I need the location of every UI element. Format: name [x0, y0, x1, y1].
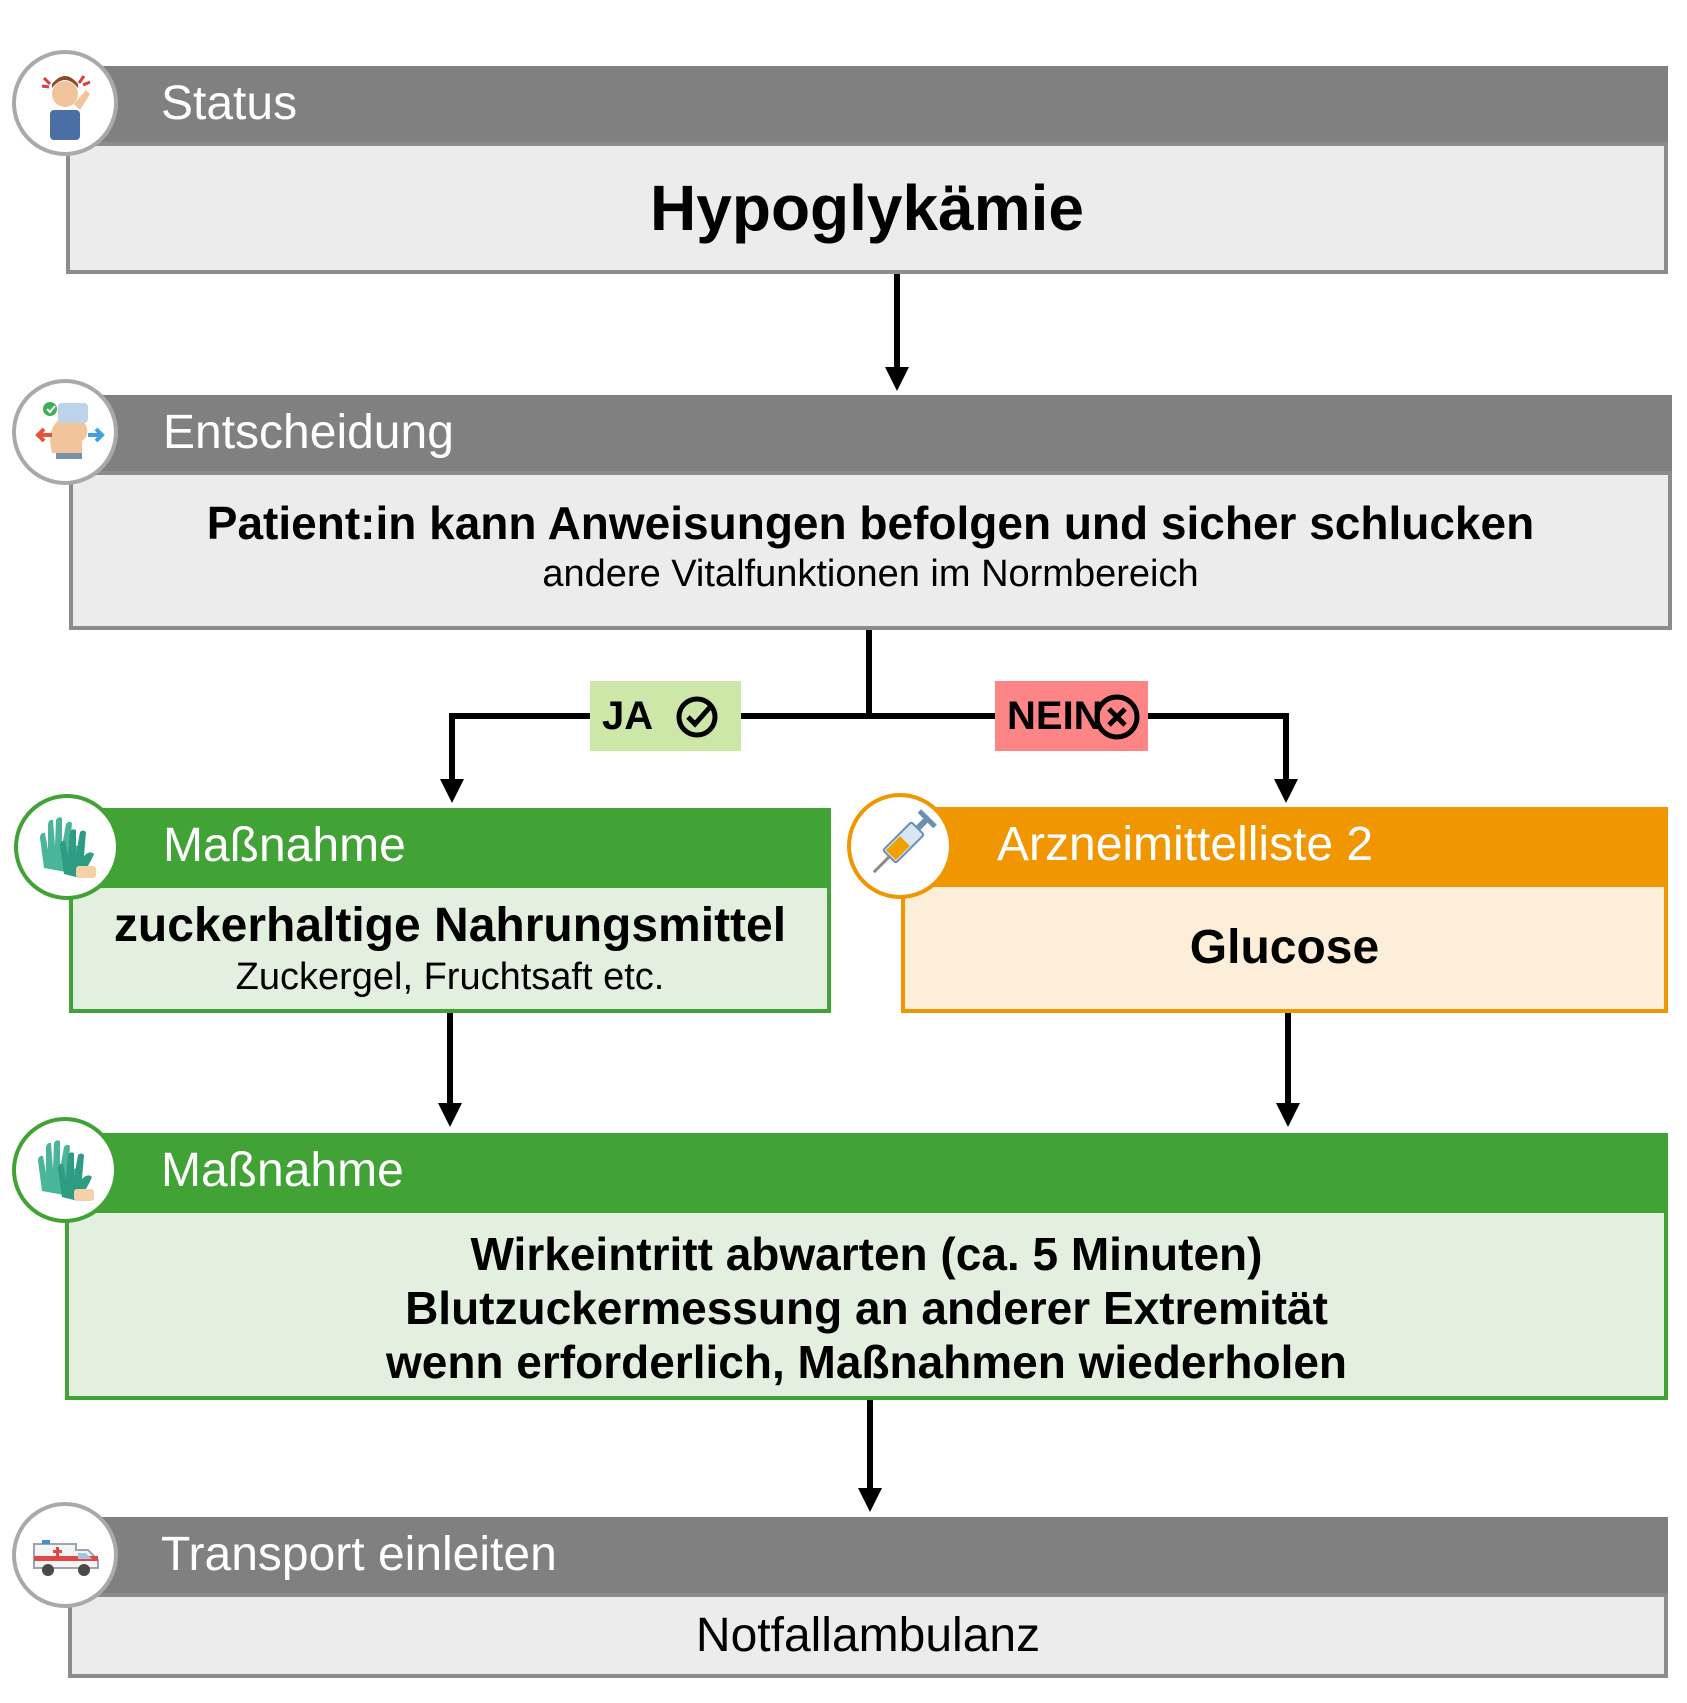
no-badge: NEIN [995, 681, 1148, 751]
status-body: Hypoglykämie [66, 142, 1668, 274]
drug-title: Glucose [1189, 921, 1380, 974]
transport-destination: Notfallambulanz [695, 1609, 1041, 1662]
arrowhead-main-measure-right [1276, 1103, 1300, 1127]
transport-header: Transport einleiten [68, 1517, 1668, 1593]
arrowhead-left-measure [440, 779, 464, 803]
status-title: Hypoglykämie [650, 172, 1084, 244]
decision-header: Entscheidung [69, 395, 1672, 471]
gloves-icon [12, 1117, 118, 1223]
yes-label: JA [602, 694, 654, 738]
no-label: NEIN [1007, 694, 1103, 738]
headache-person-icon [12, 50, 118, 156]
drug-body: Glucose [901, 883, 1668, 1013]
measure-left-body: zuckerhaltige Nahrungsmittel Zuckergel, … [69, 884, 831, 1013]
arrowhead-transport [858, 1488, 882, 1512]
cross-circle-icon [1094, 694, 1140, 740]
decision-question: Patient:in kann Anweisungen befolgen und… [206, 497, 1535, 549]
drug-header: Arzneimittelliste 2 [901, 807, 1668, 883]
arrowhead-drug [1274, 779, 1298, 803]
connector-yes-branch [449, 713, 590, 784]
decision-body: Patient:in kann Anweisungen befolgen und… [69, 471, 1672, 630]
yes-badge: JA [590, 681, 741, 751]
decision-head-icon [12, 379, 118, 485]
decision-note: andere Vitalfunktionen im Normbereich [542, 553, 1199, 595]
connector-no-branch [1148, 713, 1289, 784]
gloves-icon [14, 794, 120, 900]
measure-left-title: zuckerhaltige Nahrungsmittel [113, 899, 787, 952]
status-header: Status [66, 66, 1668, 142]
measure-main-body: Wirkeintritt abwarten (ca. 5 Minuten) Bl… [65, 1209, 1668, 1400]
measure-left-header: Maßnahme [69, 808, 831, 884]
transport-body: Notfallambulanz [68, 1593, 1668, 1678]
measure-main-header: Maßnahme [65, 1133, 1668, 1209]
syringe-icon [847, 793, 953, 899]
arrowhead-decision [885, 367, 909, 391]
measure-left-sub: Zuckergel, Fruchtsaft etc. [235, 956, 665, 998]
measure-main-line-3: wenn erforderlich, Maßnahmen wiederholen [385, 1336, 1348, 1388]
measure-main-line-1: Wirkeintritt abwarten (ca. 5 Minuten) [470, 1228, 1263, 1280]
ambulance-icon [12, 1502, 118, 1608]
check-circle-icon [676, 696, 718, 738]
measure-main-line-2: Blutzuckermessung an anderer Extremität [405, 1282, 1328, 1334]
arrowhead-main-measure-left [438, 1103, 462, 1127]
